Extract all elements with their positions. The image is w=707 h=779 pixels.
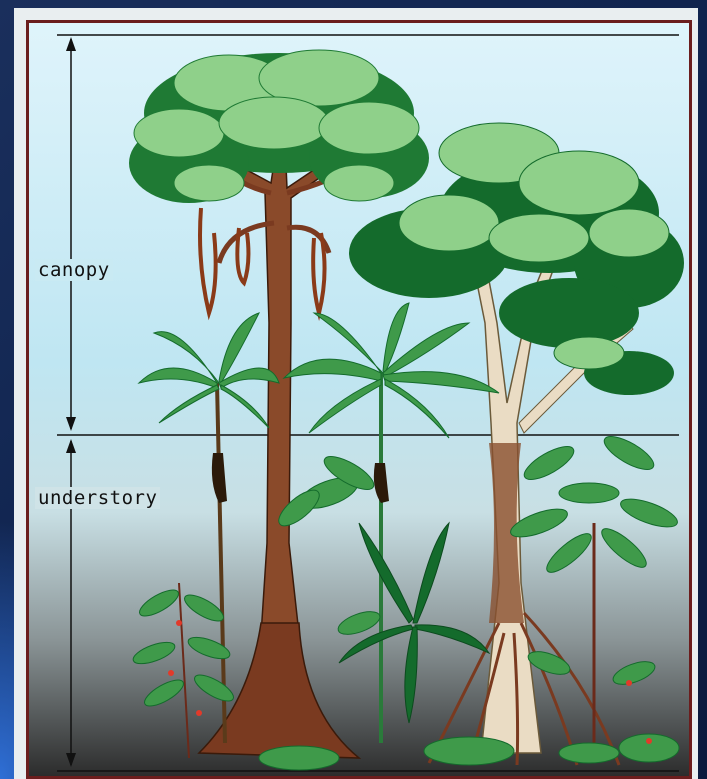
- understory-label: understory: [35, 487, 160, 509]
- rainforest-illustration: [29, 23, 689, 776]
- canopy-label: canopy: [35, 259, 113, 281]
- rainforest-layers-diagram: canopy understory: [26, 20, 692, 779]
